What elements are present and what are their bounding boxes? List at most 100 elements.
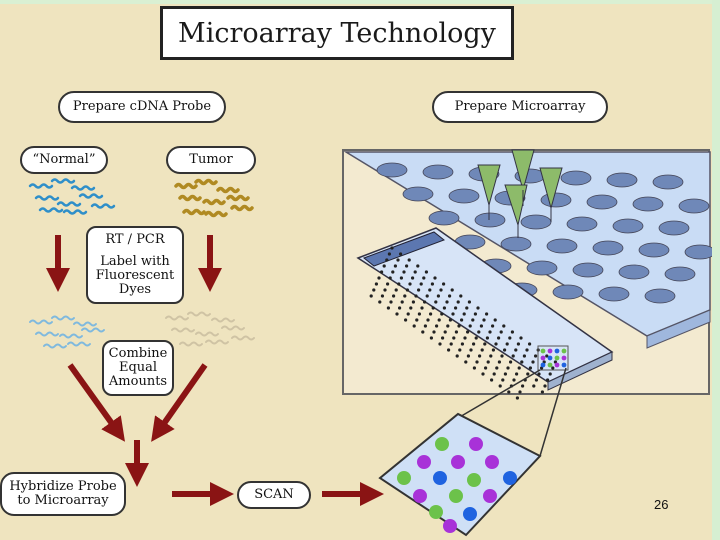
slide-spot (383, 288, 387, 292)
plate-well (428, 210, 460, 226)
slide-spot (459, 294, 463, 298)
plate-well (520, 214, 552, 230)
plate-well (540, 192, 572, 208)
prepare-cdna-probe-label: Prepare cDNA Probe (58, 91, 226, 123)
slide-spot (466, 354, 470, 358)
slide-spot (501, 378, 505, 382)
slide-spot (404, 318, 408, 322)
slide-spot (503, 372, 507, 376)
labeled-tumor-strands (165, 311, 255, 347)
slide-spot (494, 342, 498, 346)
plate-well (592, 240, 624, 256)
slide-spot (437, 318, 441, 322)
pipette-tips (477, 149, 563, 238)
slide-spot (531, 360, 535, 364)
slide-spot (425, 294, 429, 298)
dna-strand (202, 198, 226, 206)
zoomed-spot (451, 455, 465, 469)
zoomed-spot (435, 437, 449, 451)
slide-spot (415, 318, 419, 322)
slide-spot (411, 276, 415, 280)
slide-spot (399, 276, 403, 280)
dna-strand (171, 327, 195, 333)
slide-spot (385, 258, 389, 262)
slide-spot (474, 336, 478, 340)
slide-spot (423, 324, 427, 328)
slide-spot (458, 348, 462, 352)
slide-spot (528, 342, 532, 346)
dna-strand (51, 315, 75, 321)
slide-spot (416, 264, 420, 268)
slide-spot (480, 348, 484, 352)
dna-strand (216, 186, 240, 194)
title-box: Microarray Technology (160, 6, 514, 60)
slide-spot (540, 390, 545, 394)
slide-spot (421, 330, 425, 334)
slide-spot (502, 324, 506, 328)
slide-spot (512, 378, 516, 382)
slide-spot (526, 372, 530, 376)
slide-spot (398, 306, 402, 310)
dna-strand (34, 195, 60, 201)
slide-spot (428, 288, 432, 292)
dna-strand (38, 207, 64, 213)
slide-spot (405, 288, 409, 292)
slide-spot (419, 282, 423, 286)
slide-spot (468, 324, 472, 328)
slide-spot (460, 342, 464, 346)
slide-spot (485, 312, 489, 316)
slide-spot (514, 348, 518, 352)
dna-strand (231, 335, 255, 341)
plate-well (684, 244, 712, 260)
zoom-line-right (539, 367, 567, 457)
slide-spot (414, 294, 418, 298)
dna-strand (221, 325, 245, 331)
slide-spot (505, 342, 509, 346)
slide-spot (464, 360, 468, 364)
plate-well (678, 198, 710, 214)
dna-strand (182, 208, 206, 216)
slide-spot (405, 264, 409, 268)
zoomed-spot (397, 471, 411, 485)
combine-line-2: Equal (118, 360, 158, 375)
labeled-normal-strands (29, 315, 105, 349)
flow-arrows (46, 235, 384, 506)
dna-strand (90, 203, 116, 209)
slide-spot (548, 372, 552, 376)
slide-color-spot (554, 362, 560, 368)
slide-spot (420, 306, 424, 310)
slide-color-spot (561, 362, 567, 368)
slide-spot (374, 282, 378, 286)
slide-spot (441, 336, 445, 340)
slide-spot (433, 276, 437, 280)
slide-spot (475, 360, 479, 364)
normal-dna-strands (28, 178, 116, 215)
slide-spot (456, 300, 460, 304)
tumor-dna-strands (174, 178, 254, 218)
slide-spot (525, 348, 529, 352)
plate-well (566, 216, 598, 232)
slide-spot (506, 366, 510, 370)
slide-spot (449, 342, 453, 346)
normal-label: “Normal” (20, 146, 108, 174)
slide-spot (462, 312, 466, 316)
plate-well (606, 172, 638, 188)
dna-strand (165, 315, 189, 321)
slide-spot (479, 324, 483, 328)
slide-spot (543, 384, 547, 388)
slide-spot (460, 318, 464, 322)
zoomed-spot (449, 489, 463, 503)
slide-spot (516, 342, 521, 346)
plate-well (560, 170, 592, 186)
zoomed-spot (467, 473, 481, 487)
slide-spot (409, 306, 413, 310)
dna-strand (179, 341, 203, 347)
slide-color-spot (540, 355, 546, 361)
slide-spot (477, 330, 481, 334)
slide-spot (380, 294, 384, 298)
slide-spot (424, 270, 428, 274)
dna-strand (81, 327, 105, 333)
slide-spot (402, 270, 406, 274)
slide-spot (483, 342, 487, 346)
